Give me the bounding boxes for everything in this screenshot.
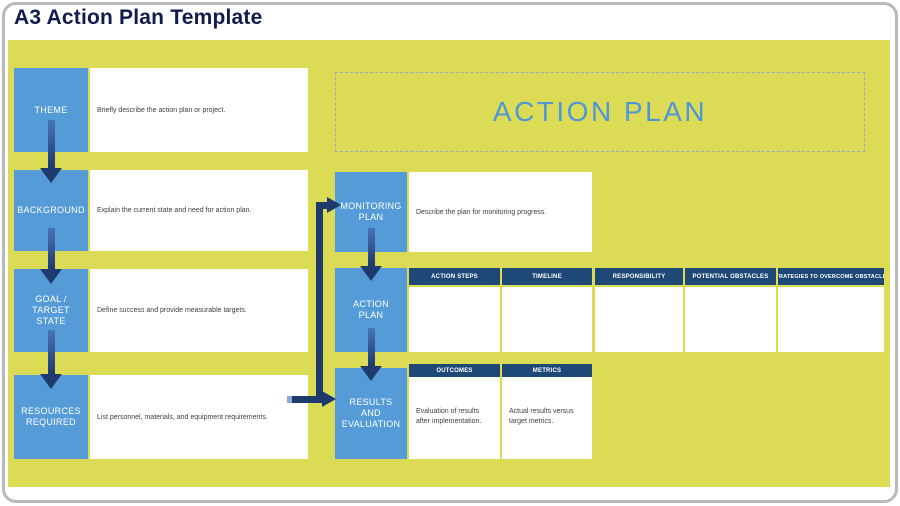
- step-description-background-text: Explain the current state and need for a…: [97, 207, 252, 214]
- step-description-theme-text: Briefly describe the action plan or proj…: [97, 106, 226, 114]
- column-header-action-steps: ACTION STEPS: [409, 268, 500, 285]
- column-header-outcomes-text: OUTCOMES: [436, 367, 473, 374]
- step-description-resources-text: List personnel, materials, and equipment…: [97, 413, 268, 421]
- step-label-results-evaluation: RESULTS AND EVALUATION: [341, 397, 401, 429]
- column-header-outcomes: OUTCOMES: [409, 364, 500, 377]
- step-label-goal-target-state: GOAL / TARGET STATE: [32, 294, 70, 326]
- step-description-theme[interactable]: Briefly describe the action plan or proj…: [90, 68, 308, 152]
- column-header-strategies-text: STRATEGIES TO OVERCOME OBSTACLES: [778, 273, 884, 280]
- page-title: A3 Action Plan Template: [14, 6, 263, 29]
- column-header-potential-obstacles: POTENTIAL OBSTACLES: [685, 268, 776, 285]
- step-label-resources-required: RESOURCES REQUIRED: [21, 406, 81, 427]
- column-header-metrics-text: METRICS: [532, 367, 562, 374]
- action-steps-cell[interactable]: [409, 287, 500, 352]
- step-label-theme: THEME: [34, 104, 68, 115]
- responsibility-cell[interactable]: [595, 287, 683, 352]
- metrics-cell[interactable]: Actual results versus target metrics.: [502, 377, 592, 459]
- action-plan-banner-text: ACTION PLAN: [492, 96, 708, 127]
- column-header-responsibility-text: RESPONSIBILITY: [612, 273, 666, 280]
- step-box-theme: THEME: [14, 68, 88, 152]
- monitoring-plan-description[interactable]: Describe the plan for monitoring progres…: [409, 172, 592, 252]
- step-label-action-plan: ACTION PLAN: [353, 299, 389, 320]
- step-description-resources-required[interactable]: List personnel, materials, and equipment…: [90, 375, 308, 459]
- column-header-responsibility: RESPONSIBILITY: [595, 268, 683, 285]
- step-description-goal-text: Define success and provide measurable ta…: [97, 307, 247, 314]
- step-box-resources-required: RESOURCES REQUIRED: [14, 375, 88, 459]
- metrics-cell-text: Actual results versus target metrics.: [509, 408, 574, 425]
- step-label-monitoring-plan: MONITORING PLAN: [340, 201, 402, 222]
- strategies-cell[interactable]: [778, 287, 884, 352]
- outcomes-cell[interactable]: Evaluation of results after implementati…: [409, 377, 500, 459]
- monitoring-plan-description-text: Describe the plan for monitoring progres…: [416, 208, 547, 216]
- column-header-timeline: TIMELINE: [502, 268, 592, 285]
- column-header-action-steps-text: ACTION STEPS: [431, 273, 478, 280]
- step-box-goal-target-state: GOAL / TARGET STATE: [14, 269, 88, 352]
- column-header-potential-obstacles-text: POTENTIAL OBSTACLES: [692, 273, 769, 280]
- timeline-cell[interactable]: [502, 287, 592, 352]
- step-description-background[interactable]: Explain the current state and need for a…: [90, 170, 308, 251]
- column-header-timeline-text: TIMELINE: [532, 273, 562, 280]
- step-box-results-evaluation: RESULTS AND EVALUATION: [335, 368, 407, 459]
- outcomes-cell-text: Evaluation of results after implementati…: [416, 408, 482, 425]
- column-header-metrics: METRICS: [502, 364, 592, 377]
- step-label-background: BACKGROUND: [17, 205, 85, 215]
- action-plan-banner[interactable]: ACTION PLAN: [335, 72, 865, 152]
- potential-obstacles-cell[interactable]: [685, 287, 776, 352]
- column-header-strategies: STRATEGIES TO OVERCOME OBSTACLES: [778, 268, 884, 285]
- step-description-goal-target-state[interactable]: Define success and provide measurable ta…: [90, 269, 308, 352]
